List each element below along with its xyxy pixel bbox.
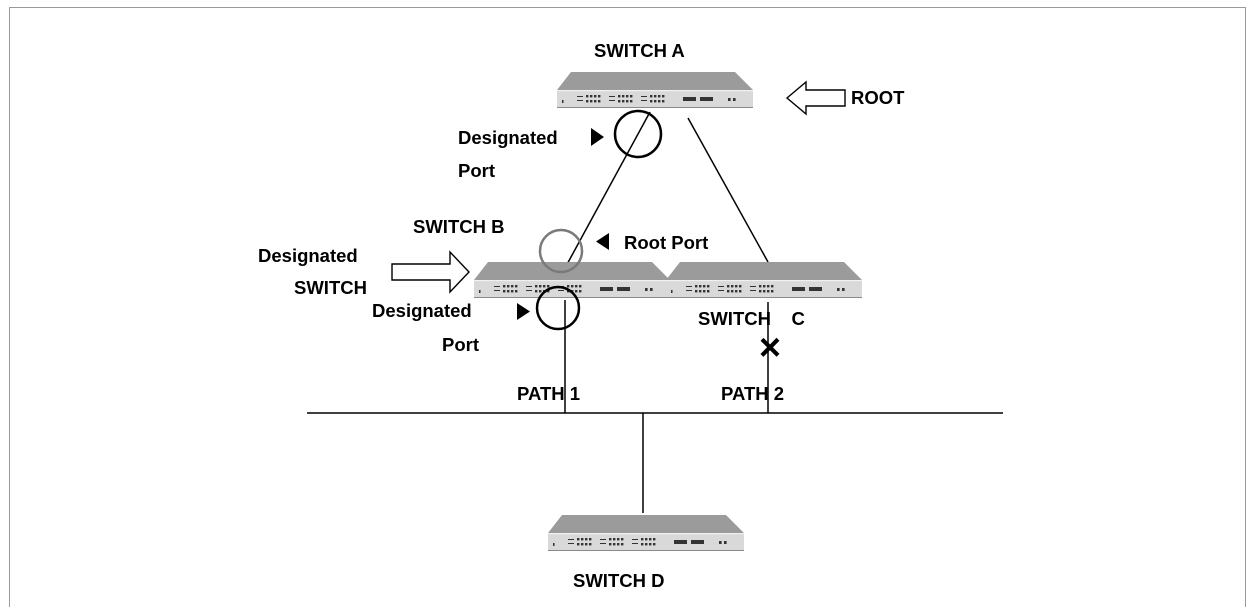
- switch-b-label: SWITCH B: [413, 216, 504, 237]
- designated-port-b-circle: [535, 285, 581, 331]
- path1-label: PATH 1: [517, 383, 580, 404]
- designated-port-b-pointer-icon: [517, 303, 530, 320]
- switch-a-label: SWITCH A: [594, 40, 685, 61]
- designated-switch-line2: SWITCH: [294, 277, 367, 298]
- designated-port-a-pointer-icon: [591, 128, 604, 146]
- root-port-b-circle: [538, 228, 584, 274]
- blocked-port-marker: ×: [759, 327, 781, 369]
- designated-switch-line1: Designated: [258, 245, 358, 266]
- designated-port-b-line1: Designated: [372, 300, 472, 321]
- switch-c-label: SWITCH C: [698, 308, 805, 329]
- switch-c-icon: [666, 262, 862, 298]
- connection-lines: [307, 111, 1003, 513]
- designated-port-a-line1: Designated: [458, 127, 558, 148]
- root-arrow-icon: [785, 80, 846, 116]
- switch-a-icon: [557, 72, 753, 108]
- root-label: ROOT: [851, 87, 905, 108]
- designated-port-b-line2: Port: [442, 334, 479, 355]
- switch-d-icon: [548, 515, 744, 551]
- switch-d-label: SWITCH D: [573, 570, 664, 591]
- path2-label: PATH 2: [721, 383, 784, 404]
- root-port-label: Root Port: [624, 232, 708, 253]
- diagram-frame: [9, 7, 1246, 607]
- designated-switch-arrow-icon: [391, 250, 470, 294]
- designated-port-a-circle: [613, 109, 663, 159]
- root-port-pointer-icon: [596, 233, 609, 250]
- designated-port-a-line2: Port: [458, 160, 495, 181]
- link-a-c: [687, 117, 769, 263]
